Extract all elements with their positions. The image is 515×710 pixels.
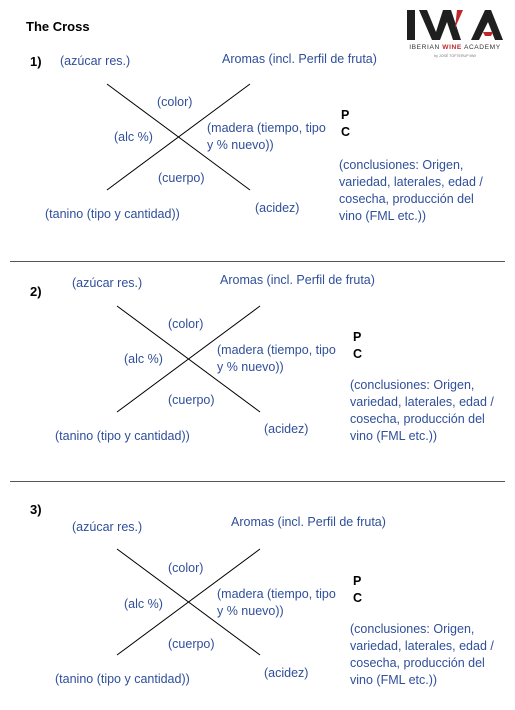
section-number: 2) [30,284,42,299]
label-tanino: (tanino (tipo y cantidad)) [55,672,190,686]
label-madera: (madera (tiempo, tipo y % nuevo)) [217,343,336,374]
label-color: (color) [168,317,204,331]
section-divider [10,481,505,482]
cross-3-line-b [116,548,261,656]
label-aromas: Aromas (incl. Perfil de fruta) [231,515,386,529]
label-c: C [341,125,351,139]
label-azucar: (azúcar res.) [72,520,143,534]
label-tanino: (tanino (tipo y cantidad)) [55,429,190,443]
label-acidez: (acidez) [264,666,309,680]
iwa-logo-mark-icon [407,10,503,40]
label-p: P [341,108,350,122]
label-alc: (alc %) [114,130,153,144]
label-color: (color) [157,95,193,109]
label-cuerpo: (cuerpo) [168,393,215,407]
label-cuerpo: (cuerpo) [168,637,215,651]
label-c: C [353,347,363,361]
label-acidez: (acidez) [264,422,309,436]
label-p: P [353,330,362,344]
cross-2-line-b [116,305,261,413]
label-tanino: (tanino (tipo y cantidad)) [45,207,180,221]
section-number: 3) [30,502,42,517]
label-acidez: (acidez) [255,201,300,215]
label-alc: (alc %) [124,597,163,611]
label-aromas: Aromas (incl. Perfil de fruta) [220,273,375,287]
label-madera: (madera (tiempo, tipo y % nuevo)) [207,121,326,152]
label-color: (color) [168,561,204,575]
logo-subtitle: by JOSÉ TOFTERUP MW [434,54,476,58]
logo-wordmark: IBERIAN WINE ACADEMY [409,44,501,51]
label-cuerpo: (cuerpo) [158,171,205,185]
section-number: 1) [30,54,42,69]
section-divider [10,261,505,262]
label-conclusiones: (conclusiones: Origen, variedad, lateral… [339,158,483,223]
label-aromas: Aromas (incl. Perfil de fruta) [222,52,377,66]
label-p: P [353,574,362,588]
page-title: The Cross [26,19,90,34]
label-madera: (madera (tiempo, tipo y % nuevo)) [217,587,336,618]
label-azucar: (azúcar res.) [60,54,131,68]
label-c: C [353,591,363,605]
iberian-wine-academy-logo: IBERIAN WINE ACADEMY by JOSÉ TOFTERUP MW [405,8,505,64]
label-conclusiones: (conclusiones: Origen, variedad, lateral… [350,378,494,443]
label-conclusiones: (conclusiones: Origen, variedad, lateral… [350,622,494,687]
label-azucar: (azúcar res.) [72,276,143,290]
label-alc: (alc %) [124,352,163,366]
cross-1-line-b [106,83,251,191]
